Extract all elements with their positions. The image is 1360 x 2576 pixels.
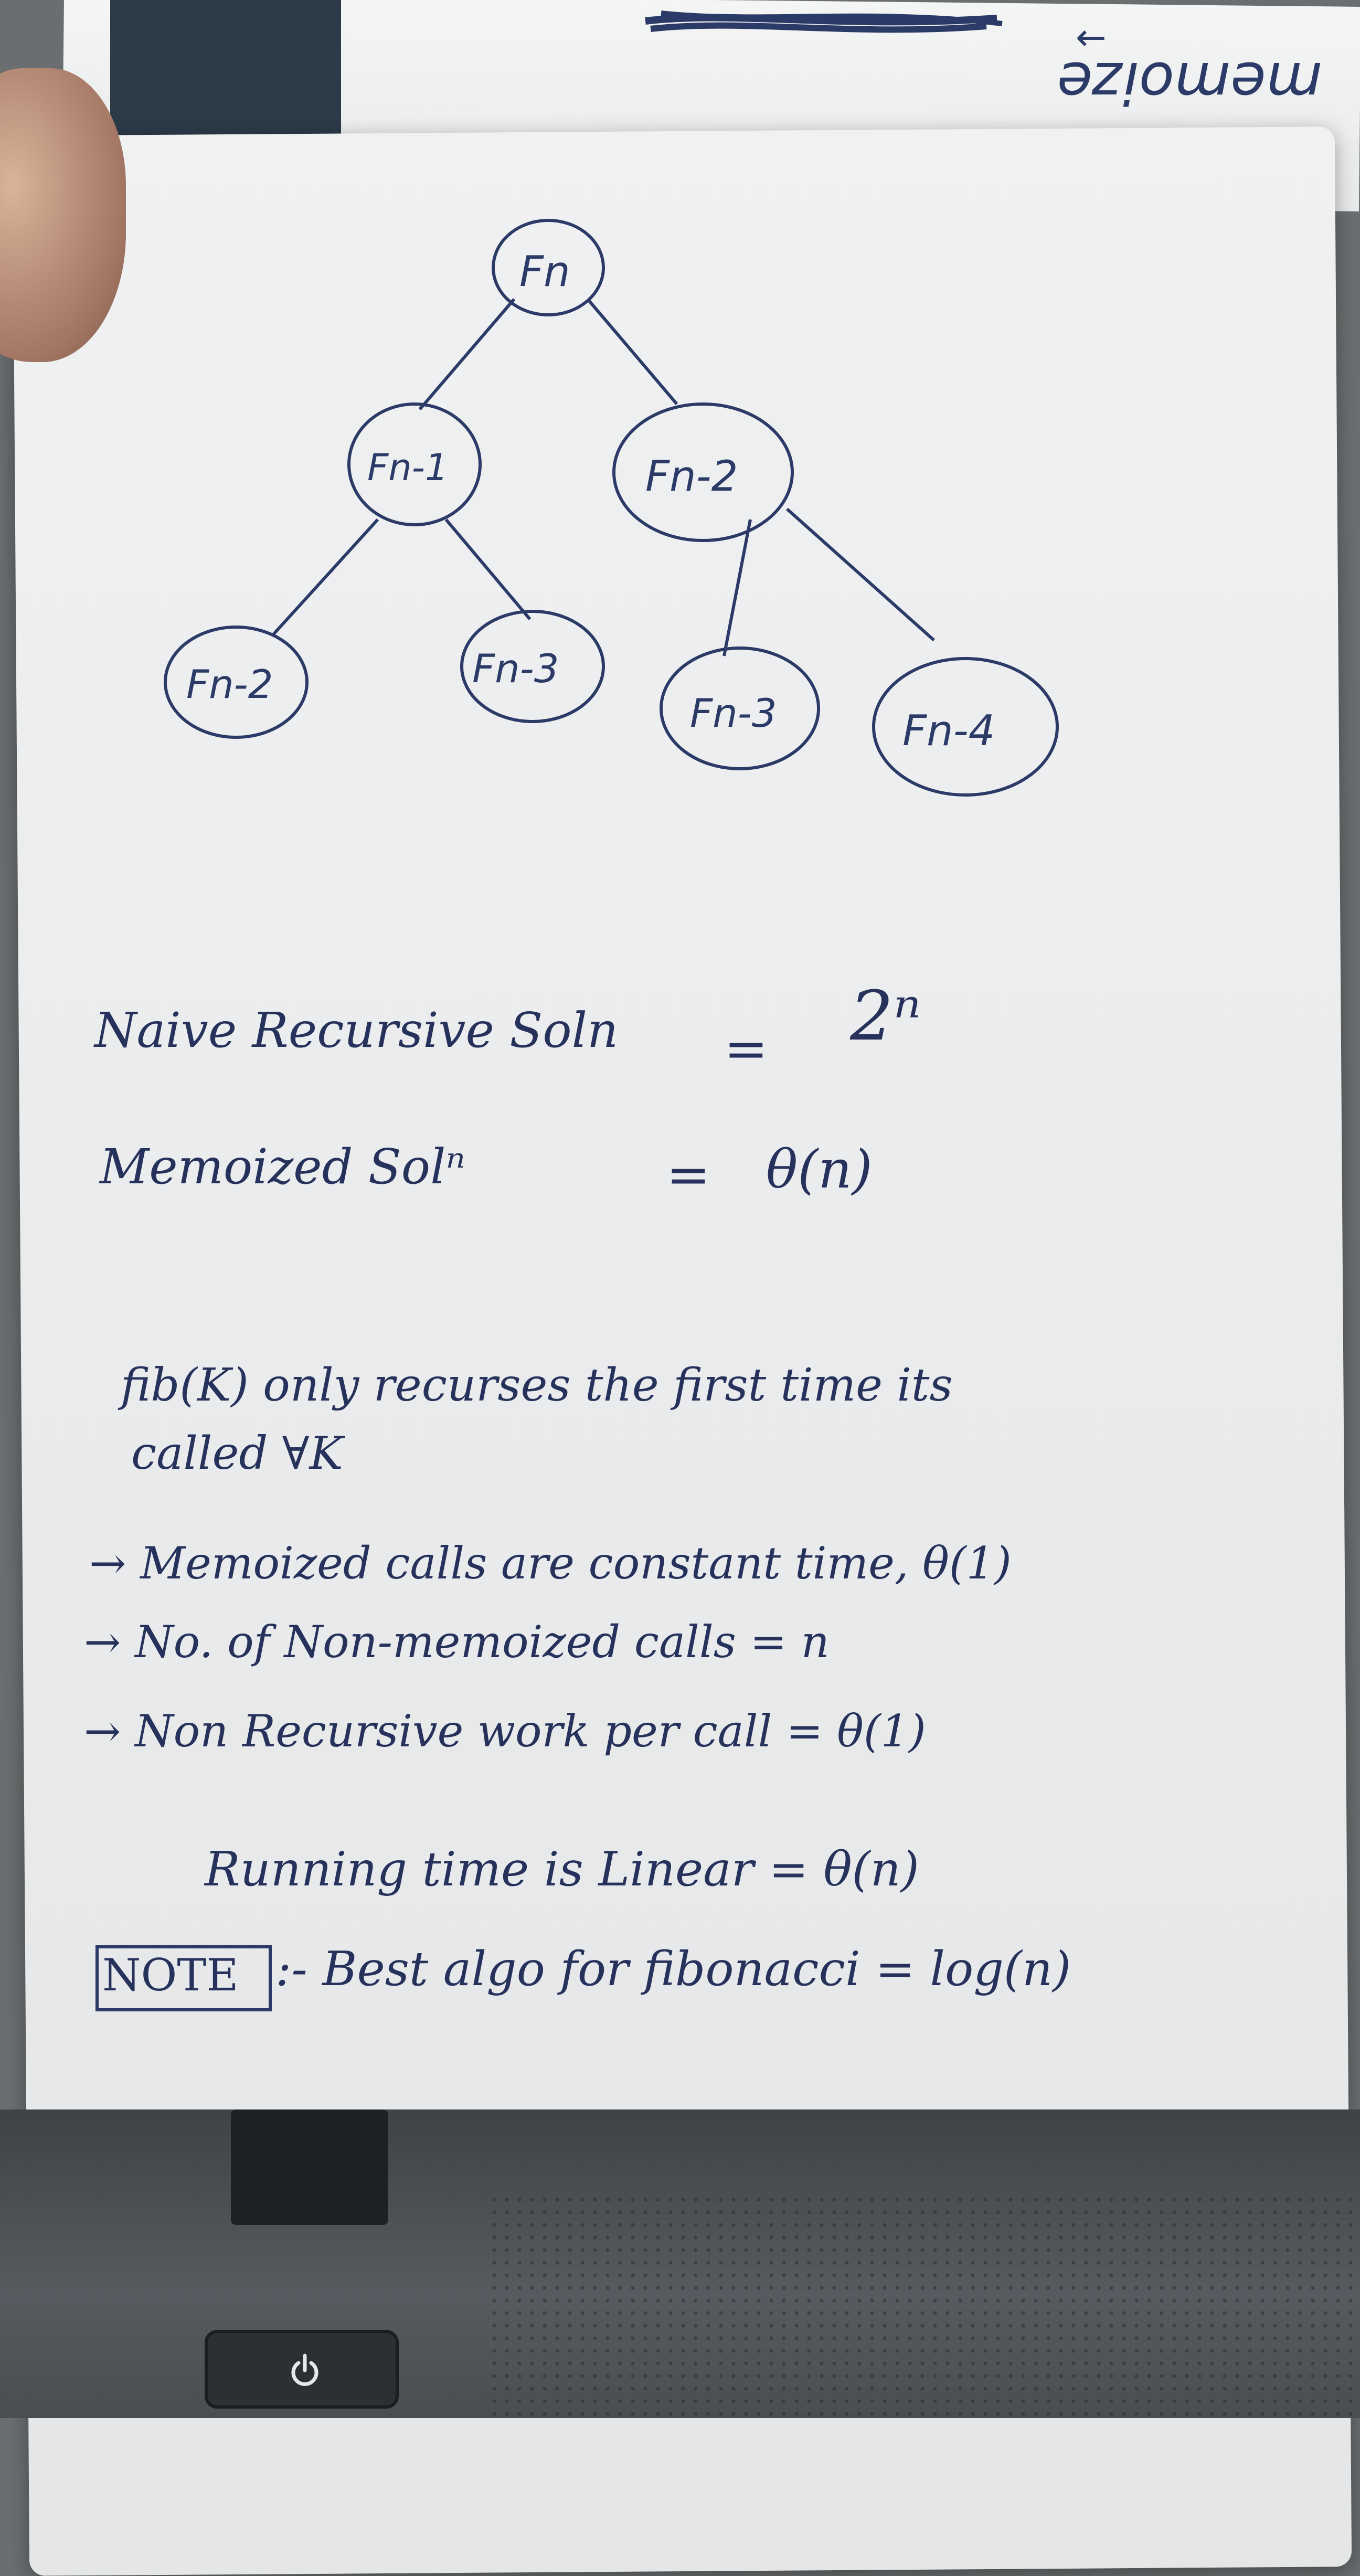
tree-labels: Fn Fn-1 Fn-2 Fn-2 Fn-3 Fn-3 Fn-4: [186, 247, 995, 755]
node-label-lr: Fn-3: [472, 645, 559, 692]
running-time: Running time is Linear = θ(n): [205, 1842, 919, 1897]
edge-root-right: [586, 298, 678, 405]
thumb: [0, 68, 126, 362]
fib-line-2: called ∀K: [131, 1427, 343, 1480]
memo-value: θ(n): [766, 1139, 873, 1200]
laptop-hinge: [231, 2109, 388, 2225]
note-box-frame: [95, 1945, 272, 2011]
naive-label: Naive Recursive Soln: [94, 1002, 619, 1058]
speaker-grille: [488, 2193, 1360, 2418]
header-word-group: memoize: [1057, 49, 1322, 116]
header-word: memoize: [1057, 49, 1322, 116]
bullet-memoized-calls: → Memoized calls are constant time, θ(1): [89, 1538, 1012, 1589]
bullet-nonrecursive-work: → Non Recursive work per call = θ(1): [84, 1705, 926, 1757]
node-label-root: Fn: [519, 247, 570, 296]
edge-root-left: [418, 298, 516, 410]
node-circle-left: [347, 402, 482, 526]
node-label-ll: Fn-2: [186, 661, 273, 707]
edge-right-rl: [722, 519, 752, 656]
note-box-label: NOTE: [102, 1949, 239, 2001]
memo-equals: =: [666, 1144, 710, 1205]
node-circle-right: [612, 402, 794, 542]
scribble-strike: [645, 10, 1003, 33]
node-circle-ll: [164, 626, 309, 739]
node-label-rl: Fn-3: [690, 690, 777, 736]
node-label-rr: Fn-4: [902, 706, 995, 755]
note-text: :- Best algo for fibonacci = log(n): [275, 1942, 1071, 1997]
fib-line-1: fib(K) only recurses the first time its: [121, 1359, 953, 1412]
node-circle-root: [492, 219, 605, 316]
memo-label: Memoized Solⁿ: [100, 1139, 465, 1195]
tree-edges: [271, 298, 935, 656]
bullet-non-memoized-count: → No. of Non-memoized calls = n: [84, 1616, 830, 1668]
node-circle-rr: [872, 657, 1059, 797]
naive-equals: =: [724, 1018, 768, 1079]
header-arrow: ←: [1076, 16, 1107, 59]
dark-cover-corner: [110, 0, 341, 142]
power-button[interactable]: [205, 2330, 399, 2409]
edge-left-ll: [271, 518, 379, 637]
naive-value: 2ⁿ: [850, 976, 921, 1056]
edge-right-rr: [786, 507, 935, 642]
node-label-right: Fn-2: [645, 452, 738, 501]
node-label-left: Fn-1: [367, 446, 448, 489]
edge-left-lr: [444, 518, 532, 620]
tree-nodes: [164, 219, 1059, 797]
ink-drawing: ← memoize Fn Fn-1 Fn-2 Fn-2: [95, 10, 1322, 2011]
power-icon: [291, 2354, 318, 2386]
node-circle-rl: [660, 646, 820, 770]
node-circle-lr: [460, 610, 605, 723]
